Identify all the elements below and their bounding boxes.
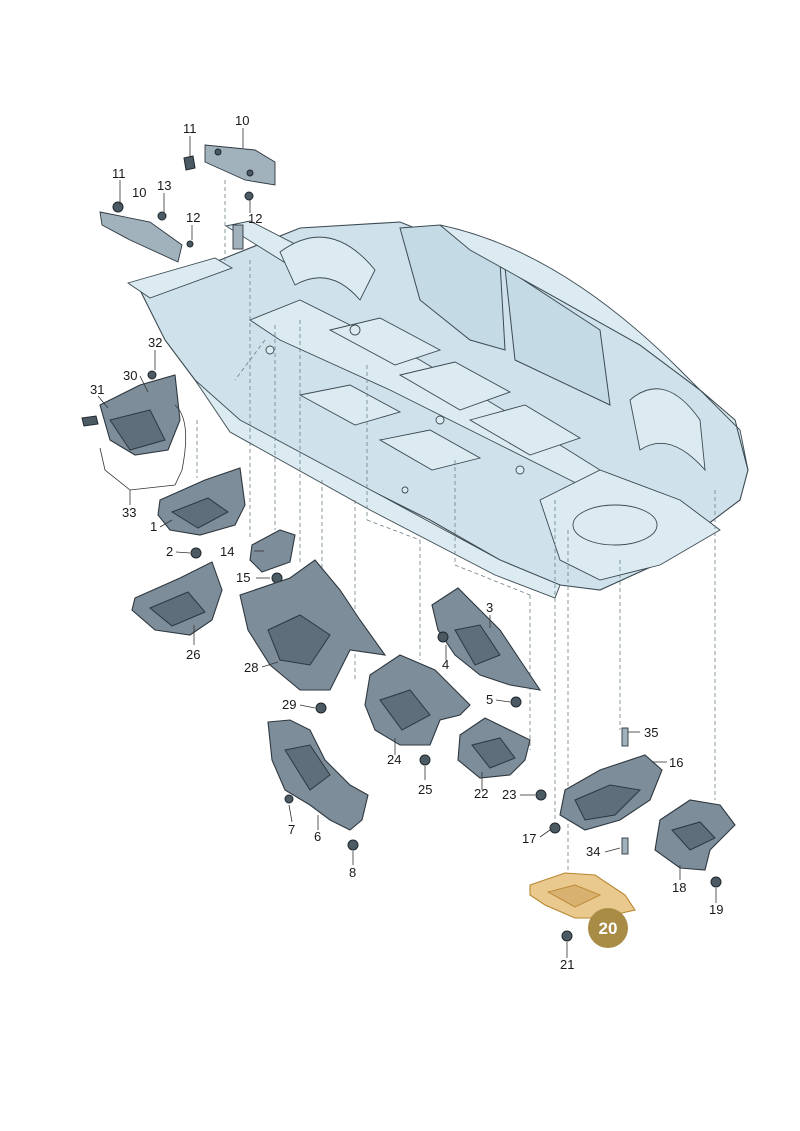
callout-29: 29 [282, 697, 296, 712]
callout-32: 32 [148, 335, 162, 350]
callout-13: 13 [157, 178, 171, 193]
part-10-lower-bracket [99, 201, 194, 263]
callout-11: 11 [183, 121, 197, 136]
callout-7: 7 [288, 822, 295, 837]
callout-16: 16 [669, 755, 683, 770]
part-16-rear-cover [549, 727, 663, 855]
callout-1: 1 [150, 519, 157, 534]
part-20-highlighted-shield [529, 872, 636, 942]
callout-30: 30 [123, 368, 137, 383]
callout-24: 24 [387, 752, 401, 767]
callout-11: 11 [112, 166, 126, 181]
callout-23: 23 [502, 787, 516, 802]
highlight-badge-circle [588, 908, 628, 948]
part-6-rear-panel [267, 719, 369, 851]
part-14-bracket [249, 529, 296, 584]
callout-31: 31 [90, 382, 104, 397]
leader-lines [97, 128, 717, 958]
part-18-rear-panel [654, 799, 736, 888]
part-30-wheel-housing-liner [81, 370, 187, 491]
callout-12: 12 [186, 210, 200, 225]
callout-34: 34 [586, 844, 600, 859]
part-24-tunnel-cover [364, 654, 471, 766]
callout-14: 14 [220, 544, 234, 559]
part-10-upper-bracket [204, 144, 276, 186]
callout-15: 15 [236, 570, 250, 585]
callout-28: 28 [244, 660, 258, 675]
callout-26: 26 [186, 647, 200, 662]
callout-33: 33 [122, 505, 136, 520]
highlight-badge: 20 [588, 908, 628, 948]
part-22-heat-shield [457, 717, 547, 801]
callout-6: 6 [314, 829, 321, 844]
callout-10: 10 [235, 113, 249, 128]
part-1-cover [157, 467, 246, 559]
callout-12: 12 [248, 211, 262, 226]
callout-35: 35 [644, 725, 658, 740]
callout-5: 5 [486, 692, 493, 707]
callout-19: 19 [709, 902, 723, 917]
part-26-cover [131, 561, 223, 636]
callout-17: 17 [522, 831, 536, 846]
assembly-lines [196, 180, 716, 880]
callout-2: 2 [166, 544, 173, 559]
callout-25: 25 [418, 782, 432, 797]
vehicle-underbody [126, 220, 749, 599]
part-28-underbody-panel [239, 559, 387, 714]
highlight-badge-label: 20 [599, 919, 618, 938]
callout-4: 4 [442, 657, 449, 672]
callout-8: 8 [349, 865, 356, 880]
callout-3: 3 [486, 600, 493, 615]
callout-labels: 11 10 11 13 10 12 12 32 30 31 33 1 2 14 … [90, 113, 723, 972]
callout-21: 21 [560, 957, 574, 972]
callout-18: 18 [672, 880, 686, 895]
callout-22: 22 [474, 786, 488, 801]
callout-10: 10 [132, 185, 146, 200]
part-3-side-panel [431, 587, 542, 708]
